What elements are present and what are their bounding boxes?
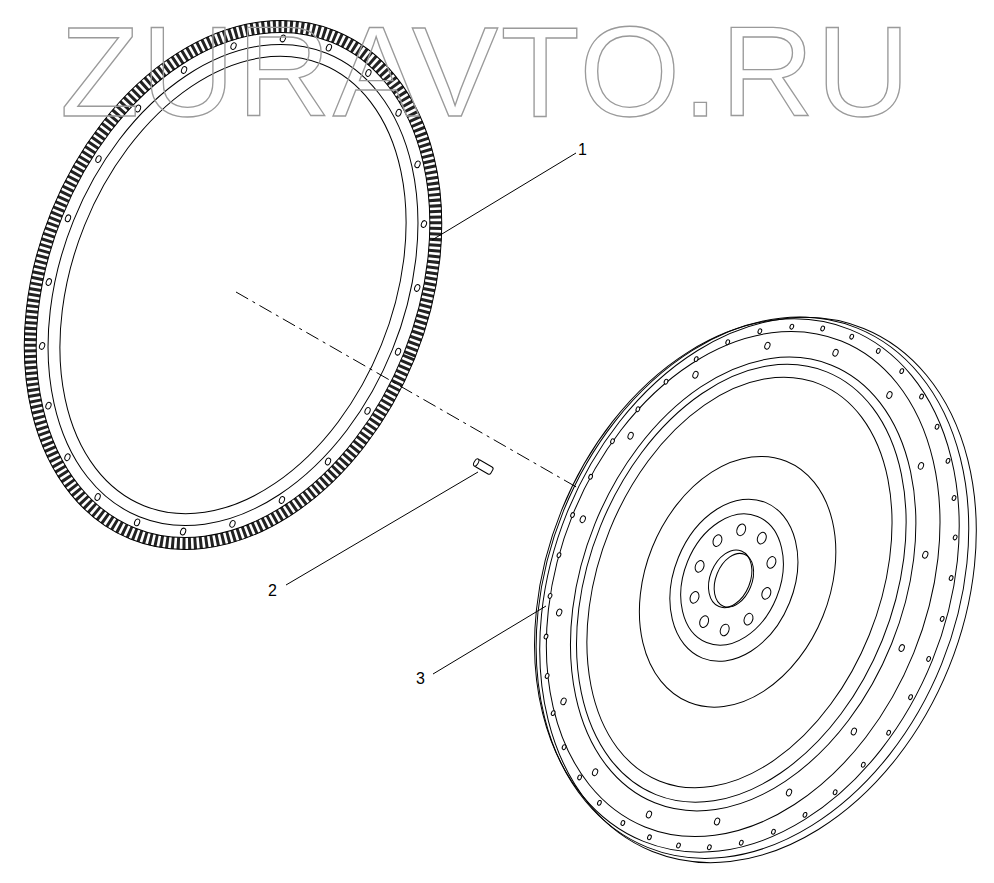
bolt-hole [278,496,285,504]
bolt-hole [543,634,548,640]
callout-number: 3 [416,671,425,687]
leader-line [432,153,576,240]
bolt-hole [560,697,567,705]
bolt-hole [940,616,945,622]
bolt-hole [898,644,905,652]
bolt-hole [645,810,652,818]
bolt-hole [945,458,950,464]
bolt-hole [739,840,744,846]
bolt-hole [591,768,598,776]
bolt-hole [663,379,668,385]
bolt-hole [94,493,101,501]
bolt-hole [647,834,652,840]
bolt-hole [556,552,561,558]
bolt-hole [785,788,792,796]
bolt-hole [414,284,421,292]
bolt-hole [908,694,913,700]
bolt-hole [765,555,777,569]
bolt-hole [635,406,640,412]
bolt-hole [545,673,550,679]
bolt-hole [556,608,563,616]
bolt-hole [886,730,891,736]
bolt-hole [64,453,71,461]
bolt-hole [627,432,634,440]
bolt-hole [949,575,954,581]
bolt-hole [935,424,940,430]
bolt-hole [764,342,771,350]
bolt-hole [832,349,839,357]
bolt-hole [711,533,723,547]
bolt-hole [676,843,681,849]
callout-number: 2 [268,583,277,599]
bolt-hole [414,160,421,168]
bolt-hole [707,844,712,850]
bolt-hole [802,812,807,818]
flywheel [456,249,994,883]
bolt-hole [953,534,958,540]
bolt-hole [951,495,956,501]
bolt-hole [886,391,893,399]
bolt-hole [719,623,731,637]
bolt-hole [610,438,615,444]
bolt-hole [850,727,857,735]
bolt-hole [394,348,401,356]
bolt-hole [324,457,331,465]
bolt-hole [562,744,567,750]
bolt-hole [876,348,881,354]
leader-line [433,606,546,674]
bolt-hole [229,520,236,528]
dowel-pin [472,458,493,475]
bolt-hole [849,334,854,340]
bolt-hole [64,214,71,222]
bolt-hole [756,531,768,545]
bolt-hole [134,518,141,526]
bolt-hole [698,614,710,628]
watermark: ZURAVTO.RU [60,8,912,136]
bolt-hole [547,593,552,599]
bolt-hole [820,326,825,332]
bolt-hole [570,512,575,518]
callout-number: 1 [578,142,587,158]
axis-line [236,292,592,496]
bolt-hole [45,278,52,286]
bolt-hole [917,462,924,470]
bolt-hole [38,342,45,350]
bolt-hole [692,371,699,379]
bolt-hole [694,356,699,362]
bolt-hole [620,820,625,826]
bolt-hole [789,324,794,330]
bolt-hole [771,829,776,835]
bolt-hole [899,368,904,374]
bolt-hole [693,559,705,573]
bolt-hole [735,523,747,537]
bolt-hole [180,527,187,535]
bolt-hole [688,590,700,604]
bolt-hole [420,220,427,228]
bolt-hole [597,800,602,806]
bolt-hole [760,586,772,600]
bolt-hole [45,401,52,409]
bolt-hole [919,394,924,400]
bolt-hole [861,762,866,768]
bolt-hole [95,155,102,163]
bolt-hole [725,339,730,345]
bolt-hole [833,789,838,795]
bolt-hole [588,474,593,480]
bolt-hole [742,612,754,626]
bolt-hole [577,774,582,780]
bolt-hole [551,710,556,716]
bolt-hole [364,407,371,415]
bolt-hole [926,656,931,662]
bolt-hole [714,817,721,825]
bolt-hole [922,551,929,559]
leader-line [286,472,478,585]
bolt-hole [757,328,762,334]
bolt-hole [579,515,586,523]
